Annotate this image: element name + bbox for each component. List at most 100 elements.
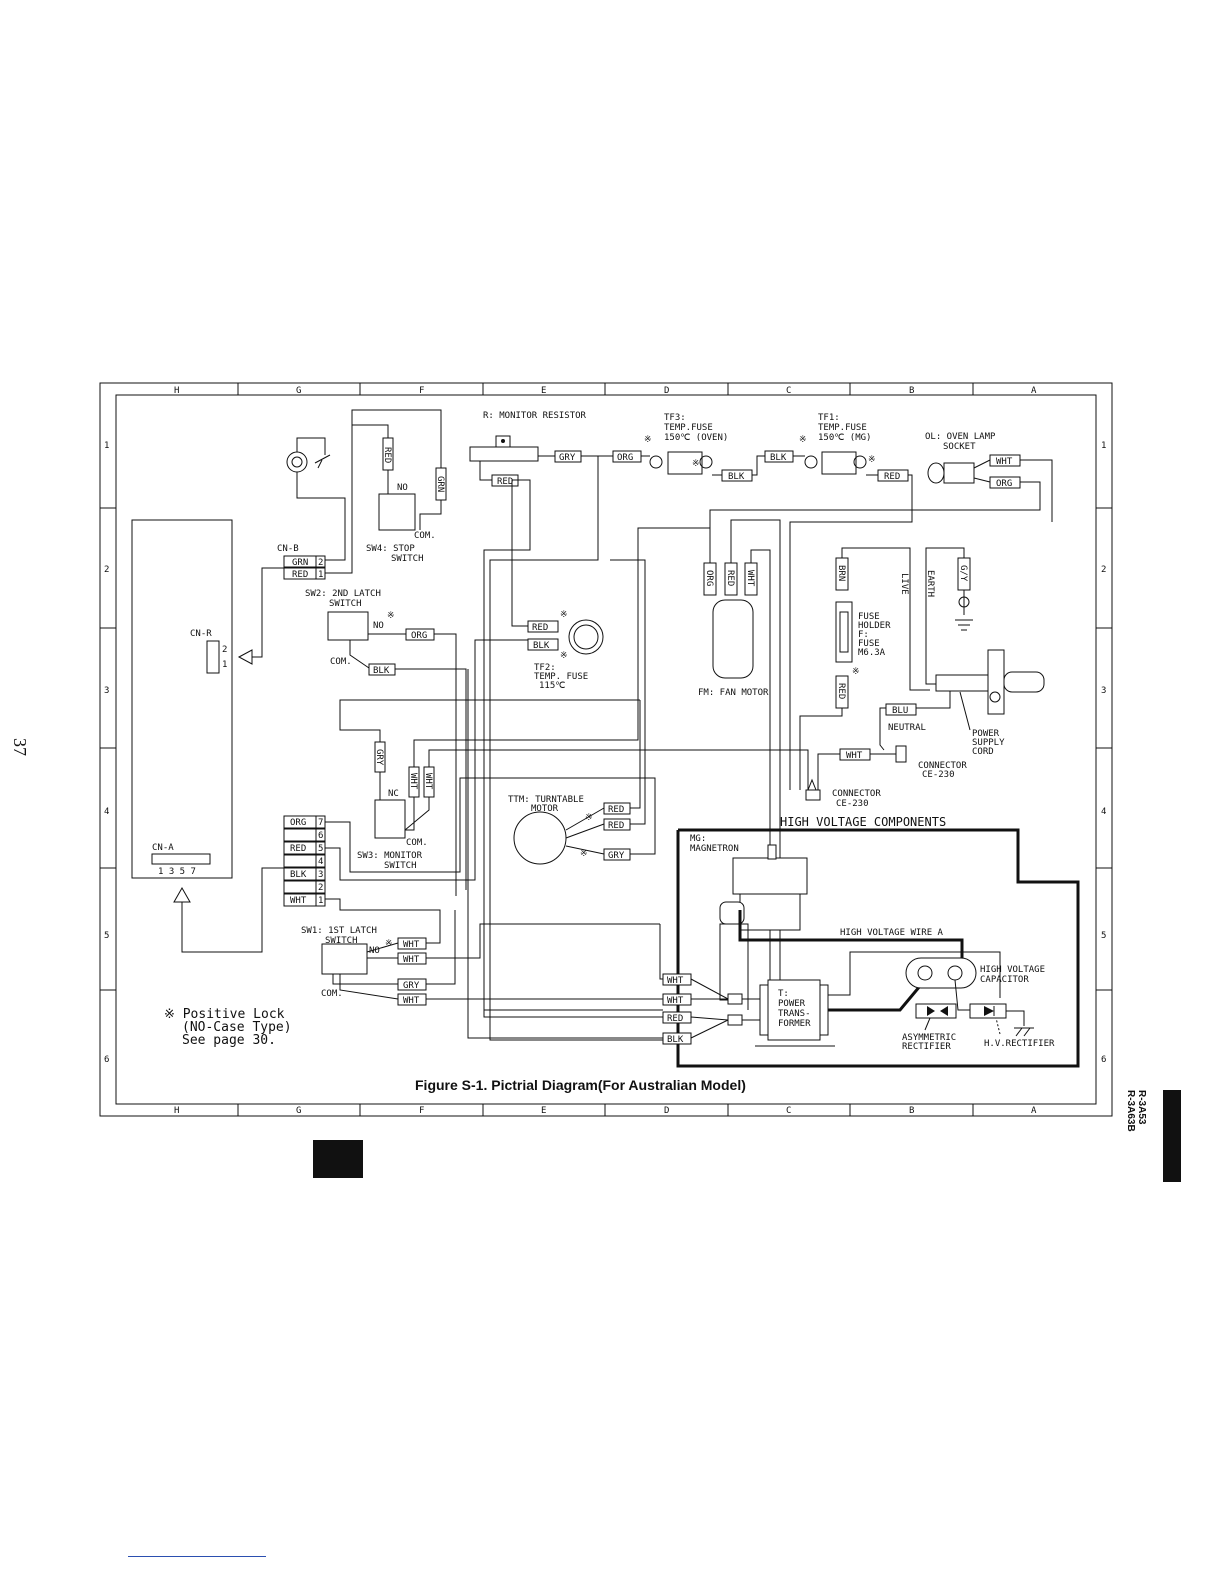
svg-text:2: 2 bbox=[318, 558, 323, 568]
svg-text:COM.: COM. bbox=[321, 989, 343, 999]
row-label: 5 bbox=[104, 931, 109, 941]
svg-text:※: ※ bbox=[852, 667, 860, 677]
svg-text:CAPACITOR: CAPACITOR bbox=[980, 975, 1029, 985]
grid-columns-top: H G F E D C B A bbox=[174, 383, 1037, 396]
row-label: 4 bbox=[1101, 807, 1106, 817]
svg-text:SWITCH: SWITCH bbox=[325, 936, 358, 946]
col-label: B bbox=[909, 1106, 914, 1116]
svg-text:150℃ (MG): 150℃ (MG) bbox=[818, 433, 871, 443]
col-label: G bbox=[296, 1106, 301, 1116]
sw1-switch bbox=[321, 943, 368, 975]
svg-text:CORD: CORD bbox=[972, 747, 994, 757]
svg-text:RED: RED bbox=[608, 805, 624, 815]
svg-text:ASYMMETRIC: ASYMMETRIC bbox=[902, 1033, 956, 1043]
svg-text:RED: RED bbox=[290, 844, 306, 854]
svg-text:OL: OVEN LAMP: OL: OVEN LAMP bbox=[925, 432, 996, 442]
oven-lamp-socket bbox=[943, 462, 975, 484]
svg-text:BLK: BLK bbox=[770, 453, 787, 463]
svg-text:T:: T: bbox=[778, 989, 789, 999]
svg-text:M6.3A: M6.3A bbox=[858, 648, 886, 658]
svg-text:TF1:: TF1: bbox=[818, 413, 840, 423]
section-tab-bar bbox=[1163, 1090, 1181, 1182]
note-line: ※ Positive Lock bbox=[164, 1007, 285, 1022]
svg-text:SW4: STOP: SW4: STOP bbox=[366, 544, 415, 554]
col-label: E bbox=[541, 1106, 546, 1116]
earth-lug bbox=[286, 451, 308, 473]
svg-text:NC: NC bbox=[388, 789, 399, 799]
svg-text:R: MONITOR RESISTOR: R: MONITOR RESISTOR bbox=[483, 411, 587, 421]
svg-text:WHT: WHT bbox=[403, 940, 420, 950]
connector-ce230-a bbox=[895, 745, 907, 763]
svg-text:COM.: COM. bbox=[414, 531, 436, 541]
grid-rows-left: 1 2 3 4 5 6 bbox=[100, 441, 116, 1065]
svg-text:G/Y: G/Y bbox=[958, 565, 968, 582]
hv-title: HIGH VOLTAGE COMPONENTS bbox=[780, 815, 946, 829]
cn-r-arrow bbox=[237, 649, 253, 665]
svg-text:CONNECTOR: CONNECTOR bbox=[918, 761, 967, 771]
asymmetric-rectifier bbox=[915, 1003, 957, 1019]
svg-text:ORG: ORG bbox=[996, 479, 1012, 489]
col-label: H bbox=[174, 1106, 179, 1116]
col-label: E bbox=[541, 386, 546, 396]
svg-text:GRY: GRY bbox=[403, 981, 420, 991]
note-line: (NO-Case Type) bbox=[182, 1020, 292, 1035]
fuse-holder bbox=[835, 601, 853, 663]
hv-capacitor bbox=[905, 957, 977, 989]
svg-text:TRANS-: TRANS- bbox=[778, 1009, 811, 1019]
svg-text:RED: RED bbox=[836, 683, 846, 699]
svg-text:WHT: WHT bbox=[667, 996, 684, 1006]
svg-text:※: ※ bbox=[560, 651, 568, 661]
svg-text:BLU: BLU bbox=[892, 706, 908, 716]
svg-text:1: 1 bbox=[318, 570, 323, 580]
col-label: A bbox=[1031, 1106, 1037, 1116]
col-label: B bbox=[909, 386, 914, 396]
cn-r-label: CN-R bbox=[190, 629, 212, 639]
row-label: 4 bbox=[104, 807, 109, 817]
svg-text:HOLDER: HOLDER bbox=[858, 621, 891, 631]
cn-b-wire: GRN bbox=[292, 558, 308, 568]
svg-text:TEMP.FUSE: TEMP.FUSE bbox=[818, 423, 867, 433]
control-unit-box bbox=[131, 519, 233, 879]
col-label: D bbox=[664, 386, 669, 396]
svg-text:BLK: BLK bbox=[533, 641, 550, 651]
outer-frame bbox=[99, 382, 1113, 1117]
sw2-switch bbox=[327, 611, 369, 641]
svg-text:150℃ (OVEN): 150℃ (OVEN) bbox=[664, 433, 728, 443]
svg-text:115℃: 115℃ bbox=[539, 681, 565, 691]
svg-text:CE-230: CE-230 bbox=[922, 770, 955, 780]
svg-text:※: ※ bbox=[385, 939, 393, 949]
col-label: G bbox=[296, 386, 301, 396]
svg-text:NEUTRAL: NEUTRAL bbox=[888, 723, 926, 733]
figure-caption: Figure S-1. Pictrial Diagram(For Austral… bbox=[415, 1077, 746, 1093]
svg-text:6: 6 bbox=[318, 831, 323, 841]
svg-text:RED: RED bbox=[532, 623, 548, 633]
note-line: See page 30. bbox=[182, 1033, 276, 1048]
svg-text:※: ※ bbox=[644, 435, 652, 445]
svg-text:SWITCH: SWITCH bbox=[329, 599, 362, 609]
svg-text:WHT: WHT bbox=[996, 457, 1013, 467]
svg-text:GRY: GRY bbox=[559, 453, 576, 463]
svg-text:SW1: 1ST LATCH: SW1: 1ST LATCH bbox=[301, 926, 377, 936]
svg-text:BLK: BLK bbox=[290, 870, 307, 880]
connector-ce230-b bbox=[805, 789, 821, 801]
row-label: 2 bbox=[1101, 565, 1106, 575]
svg-text:SW2: 2ND LATCH: SW2: 2ND LATCH bbox=[305, 589, 381, 599]
col-label: A bbox=[1031, 386, 1037, 396]
row-label: 3 bbox=[104, 686, 109, 696]
svg-text:BRN: BRN bbox=[836, 565, 846, 581]
svg-text:WHT: WHT bbox=[408, 773, 418, 790]
hv-enclosure bbox=[676, 828, 1080, 1068]
svg-text:LIVE: LIVE bbox=[899, 573, 909, 595]
svg-text:TEMP.FUSE: TEMP.FUSE bbox=[664, 423, 713, 433]
power-transformer bbox=[767, 979, 821, 1041]
svg-text:COM.: COM. bbox=[330, 657, 352, 667]
svg-text:POWER: POWER bbox=[778, 999, 806, 1009]
svg-text:MG:: MG: bbox=[690, 834, 706, 844]
svg-text:GRN: GRN bbox=[435, 476, 445, 492]
svg-text:HIGH VOLTAGE: HIGH VOLTAGE bbox=[980, 965, 1045, 975]
svg-text:※: ※ bbox=[580, 849, 588, 859]
svg-text:WHT: WHT bbox=[403, 996, 420, 1006]
svg-text:※: ※ bbox=[692, 459, 700, 469]
